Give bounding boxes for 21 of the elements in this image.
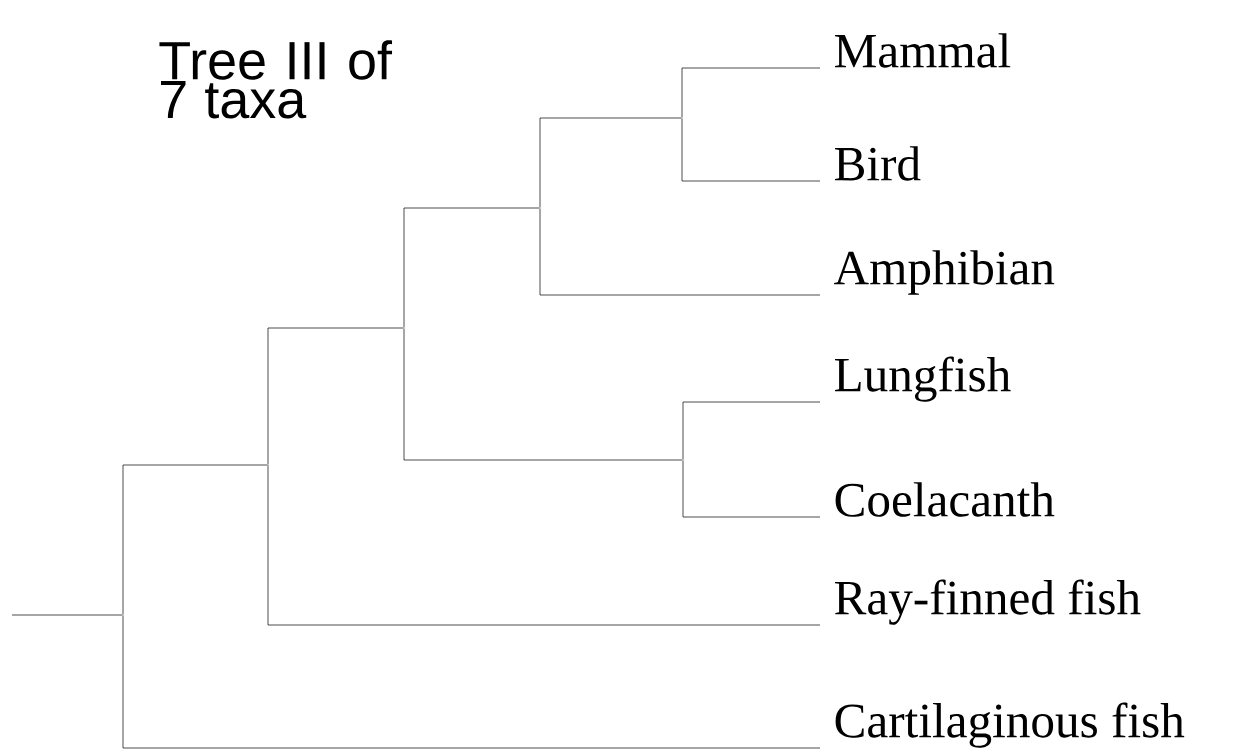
tree-branch	[539, 208, 821, 296]
tree-branch	[267, 327, 404, 465]
tree-branch	[122, 464, 268, 615]
tree-branch	[539, 117, 682, 208]
tree-branch	[11, 614, 123, 616]
tree-branch	[681, 67, 821, 118]
tree-branch	[682, 460, 821, 518]
taxon-label: Lungfish	[835, 356, 1011, 402]
taxon-label: Amphibian	[834, 250, 1055, 295]
taxon-label: Cartilaginous fish	[835, 702, 1185, 748]
tree-branch	[682, 401, 821, 460]
taxon-label: Ray-finned fish	[835, 579, 1141, 625]
tree-branch	[403, 328, 683, 461]
tree-branch	[122, 615, 821, 749]
tree-branch	[267, 465, 821, 626]
taxon-label: Bird	[835, 146, 921, 181]
tree-title: Tree III of 7 taxa	[159, 40, 393, 119]
taxon-label: Mammal	[835, 33, 1011, 68]
tree-branch	[403, 207, 540, 328]
tree-branch	[681, 118, 821, 182]
taxon-label: Coelacanth	[835, 482, 1055, 517]
